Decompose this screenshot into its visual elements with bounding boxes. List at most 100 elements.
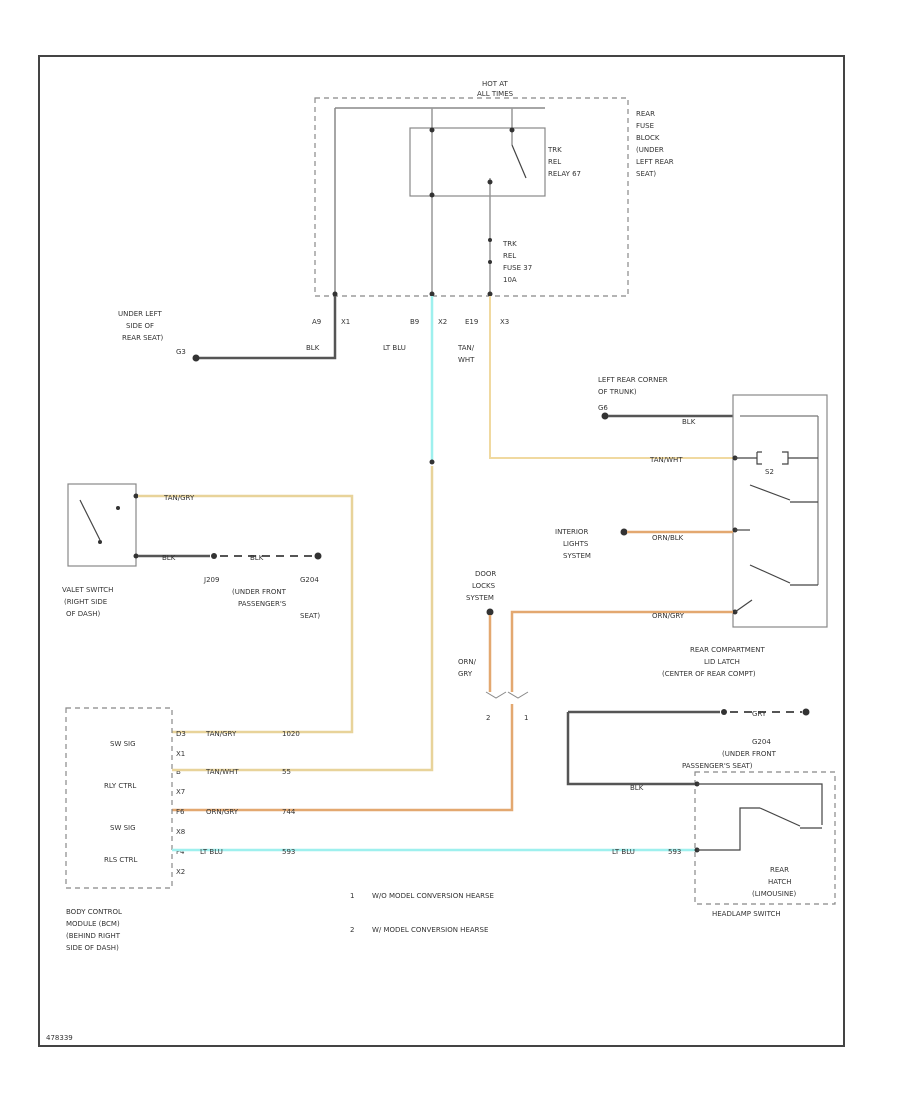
wire-blk-ground — [197, 296, 337, 360]
ground-g204-valet — [314, 552, 322, 560]
valet-ground-line-3: SEAT) — [300, 612, 320, 620]
pin-label-e19: E19 — [465, 318, 478, 326]
bcm-pin-b: B — [176, 768, 181, 776]
legend-text-1: W/O MODEL CONVERSION HEARSE — [372, 892, 494, 900]
headlamp-contact — [759, 807, 801, 827]
wire-label-tangry-valet: TAN/GRY — [163, 494, 195, 502]
bcm-wire-tangry: TAN/GRY — [205, 730, 237, 738]
lid-latch-box — [732, 394, 828, 628]
headlamp-ground-line-1: (UNDER FRONT — [722, 750, 777, 758]
latch-s2-label: S2 — [765, 468, 774, 476]
headlamp-inner-1: REAR — [770, 866, 789, 874]
bcm-circuit-593: 593 — [282, 848, 295, 856]
hot-label-1: HOT AT — [482, 80, 509, 88]
wire-label-blk-valet: BLK — [162, 554, 176, 562]
valet-ground-line-1: (UNDER FRONT — [232, 588, 287, 596]
relay-label-2: REL — [548, 158, 561, 166]
door-locks-line-3: SYSTEM — [466, 594, 494, 602]
door-locks-pin-1: 1 — [524, 714, 528, 722]
valet-switch-node — [116, 506, 120, 510]
bcm-line-4: SIDE OF DASH) — [66, 944, 119, 952]
wire-label-blk-headlamp: BLK — [630, 784, 644, 792]
bcm-line-2: MODULE (BCM) — [66, 920, 120, 928]
wire-tanwht-bcm — [172, 466, 434, 772]
door-locks-wire-1: ORN/ — [458, 658, 477, 666]
left-rear-corner-line-1: LEFT REAR CORNER — [598, 376, 668, 384]
relay-node-4 — [487, 179, 493, 185]
hot-label-2: ALL TIMES — [477, 90, 514, 98]
fuse-block-title-1: REAR — [636, 110, 655, 118]
option-break — [485, 691, 529, 699]
bcm-box — [65, 707, 173, 889]
wire-label-blk-valet-2: BLK — [250, 554, 264, 562]
valet-splice-label: J209 — [203, 576, 219, 584]
ground-g204-headlamp — [802, 708, 810, 716]
pin-e19 — [487, 291, 493, 297]
pin-a9 — [332, 291, 338, 297]
fuse-node-2 — [488, 260, 492, 264]
door-locks-wire-2: GRY — [458, 670, 473, 678]
ground-upper-line-3: REAR SEAT) — [122, 334, 164, 342]
pin-label-x1: X1 — [341, 318, 350, 326]
relay-node-2 — [509, 127, 515, 133]
latch-switch-3 — [734, 599, 753, 613]
bcm-circuit-1020: 1020 — [282, 730, 300, 738]
legend-text-2: W/ MODEL CONVERSION HEARSE — [372, 926, 488, 934]
diagram-frame — [38, 55, 845, 1047]
valet-pin-2 — [133, 553, 139, 559]
pin-label-x2: X2 — [438, 318, 447, 326]
headlamp-ground-line-2: PASSENGER'S SEAT) — [682, 762, 753, 770]
left-rear-corner-line-2: OF TRUNK) — [598, 388, 637, 396]
relay-contact — [511, 144, 527, 179]
door-locks-terminal — [486, 608, 494, 616]
bcm-line-1: BODY CONTROL — [66, 908, 122, 916]
fuse-block-title-2: FUSE — [636, 122, 654, 130]
wire-orngry-latch — [510, 610, 733, 692]
bcm-row-3: SW SIG — [110, 824, 136, 832]
bcm-circuit-55: 55 — [282, 768, 291, 776]
valet-switch-node-2 — [98, 540, 102, 544]
legend-num-1: 1 — [350, 892, 354, 900]
fuse-label-4: 10A — [503, 276, 517, 284]
wire-tangry-valet — [138, 494, 354, 734]
door-locks-line-2: LOCKS — [472, 582, 496, 590]
wire-blk-headlamp — [566, 712, 695, 786]
wire-label-tanwht-1: TAN/ — [457, 344, 475, 352]
bcm-row-4: RLS CTRL — [104, 856, 137, 864]
wire-orngry-bcm — [172, 704, 514, 812]
splice-j209 — [211, 553, 217, 559]
bcm-pin-f4: F4 — [176, 848, 185, 856]
headlamp-inner-3: (LIMOUSINE) — [752, 890, 797, 898]
relay-label-3: RELAY 67 — [548, 170, 581, 178]
latch-switch-2 — [749, 564, 791, 584]
relay-label-1: TRK — [547, 146, 562, 154]
latch-switch-1 — [749, 484, 791, 501]
headlamp-lead — [697, 807, 760, 851]
fuse-label-1: TRK — [502, 240, 517, 248]
wire-label-orngry-latch: ORN/GRY — [652, 612, 685, 620]
wire-label-blk-latch: BLK — [682, 418, 696, 426]
ground-upper-id: G3 — [176, 348, 186, 356]
relay-box — [409, 127, 546, 197]
headlamp-title: HEADLAMP SWITCH — [712, 910, 781, 918]
bcm-pin-x2: X2 — [176, 868, 185, 876]
interior-lights-terminal — [620, 528, 628, 536]
headlamp-inner-2: HATCH — [768, 878, 792, 886]
wire-label-ornblk: ORN/BLK — [652, 534, 684, 542]
fuse-block-title-5: LEFT REAR — [636, 158, 674, 166]
bcm-wire-ltblu: LT BLU — [200, 848, 223, 856]
valet-switch-contact — [79, 499, 101, 541]
door-locks-line-1: DOOR — [475, 570, 496, 578]
footer-code: 478339 — [46, 1034, 73, 1042]
valet-switch-box — [67, 483, 137, 567]
headlamp-wire-ltblu: LT BLU — [612, 848, 635, 856]
interior-lights-line-2: LIGHTS — [563, 540, 589, 548]
bcm-pin-f6: F6 — [176, 808, 185, 816]
fuse-label-2: REL — [503, 252, 516, 260]
headlamp-switch-box — [694, 771, 836, 905]
ground-rear-corner — [601, 412, 609, 420]
fuse-block-title-3: BLOCK — [636, 134, 660, 142]
wire-tanwht-latch — [489, 296, 733, 459]
bcm-pin-x8: X8 — [176, 828, 185, 836]
